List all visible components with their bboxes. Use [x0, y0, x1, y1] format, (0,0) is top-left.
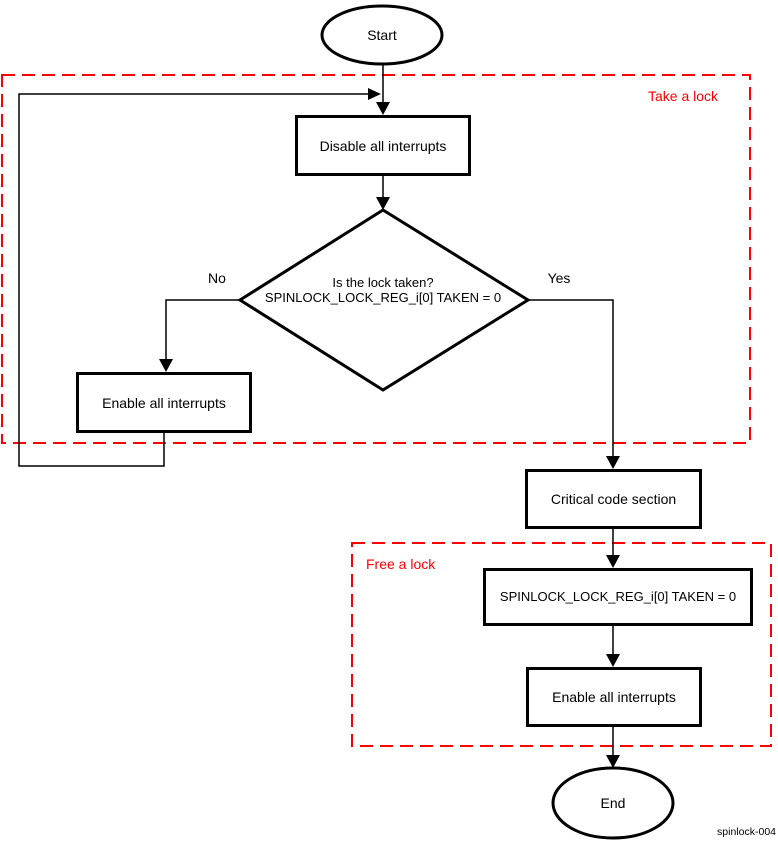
arrowhead-into-end [606, 755, 620, 768]
arrowhead-into-enable-retry [159, 359, 173, 372]
arrowhead-into-disable [376, 102, 390, 115]
free-lock-write-node: SPINLOCK_LOCK_REG_i[0] TAKEN = 0 [483, 568, 753, 626]
take-a-lock-region-border [1, 74, 751, 444]
decision-node-label: Is the lock taken? SPINLOCK_LOCK_REG_i[0… [248, 275, 518, 305]
enable-interrupts-retry-node: Enable all interrupts [76, 372, 252, 433]
branch-label-yes: Yes [547, 270, 571, 286]
arrowhead-into-write [606, 555, 620, 568]
critical-code-section-node: Critical code section [525, 469, 702, 529]
arrowhead-loop-join [368, 88, 381, 100]
decision-diamond-shape [237, 208, 531, 392]
enable-interrupts-free-node: Enable all interrupts [526, 667, 702, 727]
take-a-lock-region-label: Take a lock [648, 88, 719, 104]
start-terminator-shape [320, 4, 444, 66]
figure-id-watermark: spinlock-004 [717, 826, 776, 838]
edge-decision-yes [528, 299, 614, 467]
free-a-lock-region-label: Free a lock [366, 556, 436, 572]
edge-retry-loop [18, 93, 369, 467]
branch-label-no: No [208, 270, 226, 286]
arrowhead-into-critical [606, 456, 620, 469]
decision-condition: SPINLOCK_LOCK_REG_i[0] TAKEN = 0 [264, 290, 502, 305]
arrowhead-into-decision [376, 197, 390, 210]
edge-decision-no [165, 299, 240, 370]
end-terminator-shape [551, 766, 675, 840]
arrowhead-into-enable-free [606, 654, 620, 667]
start-node-label: Start [367, 27, 397, 43]
decision-question: Is the lock taken? [332, 275, 434, 290]
free-a-lock-region-border [351, 542, 772, 747]
end-node-label: End [600, 795, 626, 811]
disable-interrupts-node: Disable all interrupts [295, 115, 471, 176]
